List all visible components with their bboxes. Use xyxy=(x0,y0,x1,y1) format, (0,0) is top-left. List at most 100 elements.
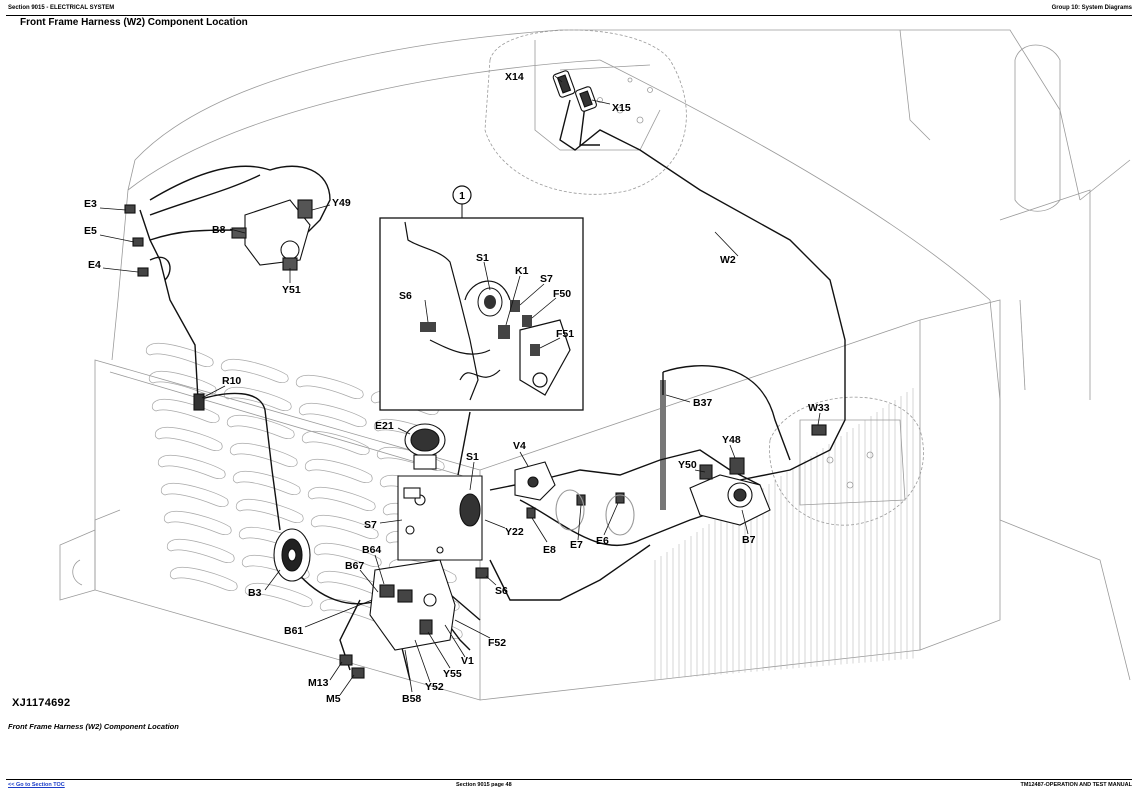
grille-slot xyxy=(244,583,313,607)
upper-dashed-detail xyxy=(484,29,687,195)
component-v4 xyxy=(514,461,556,501)
label-b67: B67 xyxy=(345,560,364,572)
label-e7: E7 xyxy=(570,539,583,551)
component-valve-block xyxy=(369,559,456,651)
figure-caption: Front Frame Harness (W2) Component Locat… xyxy=(8,722,179,731)
connector-e4 xyxy=(137,267,149,277)
label-s7: S7 xyxy=(364,519,377,531)
leader-lines xyxy=(99,75,821,696)
label-b8: B8 xyxy=(212,224,226,236)
grille-slot xyxy=(307,487,376,511)
grille-slot xyxy=(157,455,226,479)
label-b64: B64 xyxy=(362,544,381,556)
motor-m5 xyxy=(351,667,365,679)
label-y55: Y55 xyxy=(443,668,462,680)
grille-slot xyxy=(160,483,229,507)
page-title: Front Frame Harness (W2) Component Locat… xyxy=(20,17,248,28)
right-dashed-detail xyxy=(769,396,924,526)
resistor-r10 xyxy=(193,393,205,411)
radiator-mesh xyxy=(654,388,914,680)
label-y52: Y52 xyxy=(425,681,444,693)
svg-text:1: 1 xyxy=(459,190,465,202)
component-b8-y49-y51 xyxy=(231,199,313,271)
motor-m13 xyxy=(339,654,353,666)
label-x15: X15 xyxy=(612,102,631,114)
label-y49: Y49 xyxy=(332,197,351,209)
label-m13: M13 xyxy=(308,677,329,689)
grille-slot xyxy=(316,571,385,595)
connector-w33 xyxy=(811,424,827,436)
figure-id: XJ1174692 xyxy=(12,697,71,709)
grille-slot xyxy=(154,427,223,451)
switch-s6 xyxy=(475,567,489,579)
label-s1-inset: S1 xyxy=(476,252,489,264)
inset-s6-switch xyxy=(420,322,436,332)
grille-slot xyxy=(298,403,367,427)
grille-slot xyxy=(151,399,220,423)
label-b3: B3 xyxy=(248,587,262,599)
inset-s7-switch xyxy=(510,300,520,312)
label-b37: B37 xyxy=(693,397,712,409)
component-b3 xyxy=(273,528,311,582)
light-opening-right xyxy=(605,494,635,536)
grille-slot xyxy=(220,359,289,383)
grille-slot xyxy=(169,567,238,591)
label-s1: S1 xyxy=(466,451,479,463)
label-k1: K1 xyxy=(515,265,529,277)
label-s6-inset: S6 xyxy=(399,290,412,302)
grille-slot xyxy=(301,431,370,455)
callout-1: 1 xyxy=(452,185,472,218)
label-y50: Y50 xyxy=(678,459,697,471)
grille-slot xyxy=(163,511,232,535)
component-e21 xyxy=(404,423,446,470)
label-b7: B7 xyxy=(742,534,756,546)
connector-e8 xyxy=(526,507,536,519)
header-group: Group 10: System Diagrams xyxy=(1051,5,1132,11)
component-center-panel xyxy=(397,475,483,561)
label-e8: E8 xyxy=(543,544,556,556)
connector-e3 xyxy=(124,204,136,214)
grille-slot xyxy=(235,499,304,523)
component-labels: X14 X15 W2 E3 E5 E4 B8 Y49 Y51 R10 S1 K1… xyxy=(84,71,830,705)
inset-detail xyxy=(379,217,584,411)
label-w33: W33 xyxy=(808,402,830,414)
header-rule xyxy=(6,15,1132,16)
label-b58: B58 xyxy=(402,693,421,705)
connector-e5 xyxy=(132,237,144,247)
label-m5: M5 xyxy=(326,693,341,705)
inset-k1-relay xyxy=(498,325,510,339)
go-to-section-toc-link[interactable]: << Go to Section TOC xyxy=(8,782,65,788)
label-e21: E21 xyxy=(375,420,394,432)
label-b61: B61 xyxy=(284,625,303,637)
grille-slot xyxy=(226,415,295,439)
label-v4: V4 xyxy=(513,440,526,452)
label-r10: R10 xyxy=(222,375,241,387)
connector-x15 xyxy=(575,86,597,112)
label-f50: F50 xyxy=(553,288,571,300)
connector-e6 xyxy=(615,492,625,504)
label-x14: X14 xyxy=(505,71,524,83)
footer-rule xyxy=(6,779,1132,780)
label-f51: F51 xyxy=(556,328,574,340)
machine-outline xyxy=(59,29,1131,701)
footer-page: Section 9015 page 48 xyxy=(456,782,512,788)
label-y48: Y48 xyxy=(722,434,741,446)
inset-f50-fuse xyxy=(522,315,532,327)
connector-x14 xyxy=(552,70,576,98)
grille-slot xyxy=(223,387,292,411)
grille-slot xyxy=(313,543,382,567)
footer-manual: TM12487-OPERATION AND TEST MANUAL xyxy=(1020,782,1132,788)
label-s7-inset: S7 xyxy=(540,273,553,285)
component-b7-y48-y50 xyxy=(689,457,771,526)
label-e4: E4 xyxy=(88,259,101,271)
label-y51: Y51 xyxy=(282,284,301,296)
grille-slot xyxy=(310,515,379,539)
inset-s1-sensor xyxy=(477,287,503,317)
label-e6: E6 xyxy=(596,535,609,547)
grille-slot xyxy=(148,371,217,395)
inset-f51-fuse xyxy=(530,344,540,356)
grille-slot xyxy=(232,471,301,495)
grille-slot xyxy=(304,459,373,483)
label-y22: Y22 xyxy=(505,526,524,538)
